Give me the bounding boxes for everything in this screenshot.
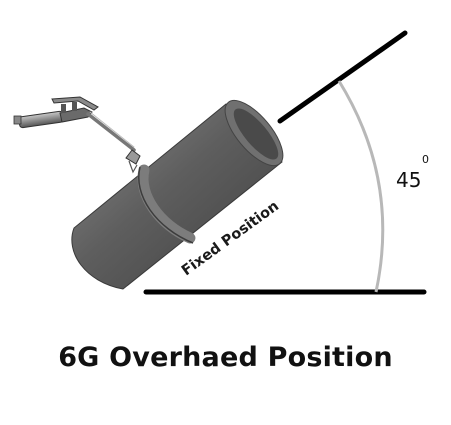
diagram-caption: 6G Overhaed Position (58, 342, 393, 373)
angle-arc (337, 80, 385, 293)
torch-handle-cap (13, 115, 22, 125)
weld-bead-edge (138, 166, 194, 244)
inclined-reference-line (277, 30, 408, 124)
torch-nozzle (125, 149, 141, 165)
torch-valve (72, 102, 77, 111)
pipe-bore (233, 108, 279, 160)
torch-flame (128, 160, 138, 174)
pipe-body (71, 103, 283, 290)
torch-valve (61, 104, 66, 113)
welding-torch (13, 96, 141, 174)
weld-bead (137, 164, 196, 244)
torch-neck (86, 112, 136, 152)
torch-handle (18, 110, 64, 129)
pipe: Fixed Position (71, 99, 284, 290)
torch-lever (51, 96, 99, 111)
angle-value: 45 (396, 168, 421, 192)
angle-unit-degree: 0 (422, 153, 429, 166)
torch-neck-highlight (89, 111, 135, 148)
